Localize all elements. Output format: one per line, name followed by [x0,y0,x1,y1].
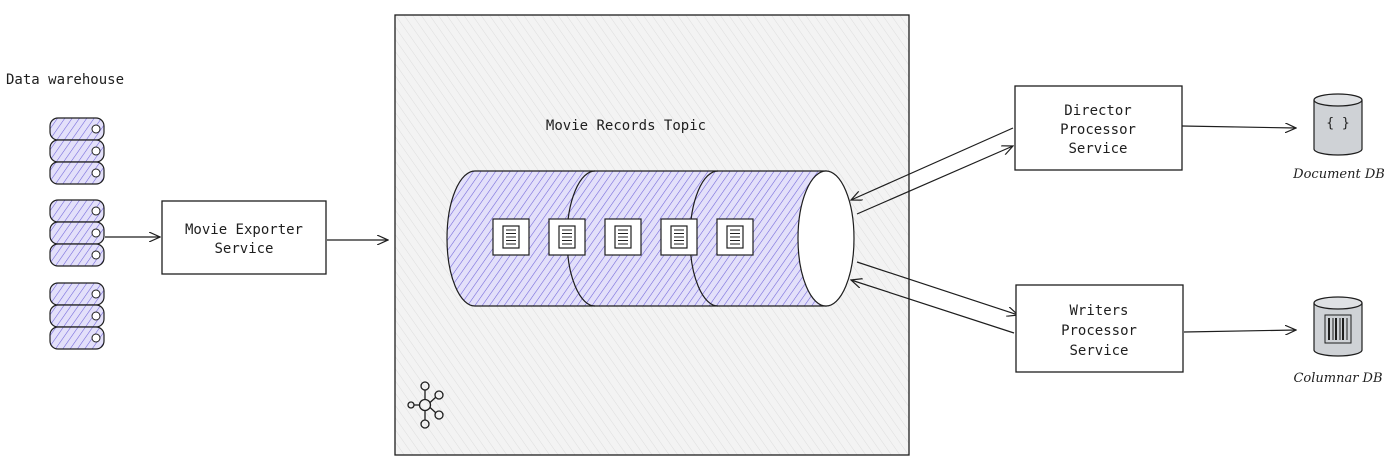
db-disk-indicator [91,168,101,178]
record-document-icon [604,218,642,256]
db-disk-indicator [91,124,101,134]
director-label-line3: Service [1068,141,1127,157]
data-warehouse-label: Data warehouse [6,72,124,88]
kafka-logo-icon [407,381,444,429]
document-db: { } Document DB [1292,93,1385,182]
columnar-db-label: Columnar DB [1293,371,1382,386]
db-disk [49,243,105,267]
db-disk-indicator [91,289,101,299]
barcode-icon [1324,314,1352,344]
record-document-icon [660,218,698,256]
document-db-icon: { } [1326,116,1349,131]
record-document-icon [716,218,754,256]
db-disk-indicator [91,228,101,238]
arrow-director-to-topic [851,127,1014,200]
db-disk-indicator [91,333,101,343]
columnar-db: Columnar DB [1293,296,1383,386]
record-document-icon [548,218,586,256]
warehouse-db-stack-3 [49,282,105,350]
db-disk-indicator [91,206,101,216]
writers-label-line3: Service [1069,343,1128,359]
db-disk [49,161,105,185]
db-disk-indicator [91,311,101,321]
topic-cylinder-end [797,170,855,307]
arrow-writers-to-topic [851,280,1015,334]
db-disk-indicator [91,250,101,260]
writers-label-line2: Processor [1061,323,1137,339]
document-db-label: Document DB [1292,167,1385,182]
writers-label-line1: Writers [1069,303,1128,319]
arrow-director-to-document-db [1181,126,1296,128]
warehouse-db-stack-2 [49,199,105,267]
arrow-writers-to-columnar-db [1183,330,1296,332]
movie-records-topic-label: Movie Records Topic [546,118,706,134]
topic-records [492,218,754,256]
arrow-topic-to-writers [856,261,1018,315]
warehouse-db-stack-1 [49,117,105,185]
director-processor-service: Director Processor Service [1014,85,1183,171]
db-disk [49,326,105,350]
db-disk-indicator [91,146,101,156]
writers-processor-service: Writers Processor Service [1015,284,1184,373]
movie-exporter-service: Movie Exporter Service [161,200,327,275]
exporter-label-line1: Movie Exporter [185,222,303,238]
arrow-topic-to-director [856,146,1013,215]
director-label-line1: Director [1064,103,1131,119]
exporter-label-line2: Service [214,241,273,257]
director-label-line2: Processor [1060,122,1136,138]
record-document-icon [492,218,530,256]
movie-records-topic [446,170,855,307]
